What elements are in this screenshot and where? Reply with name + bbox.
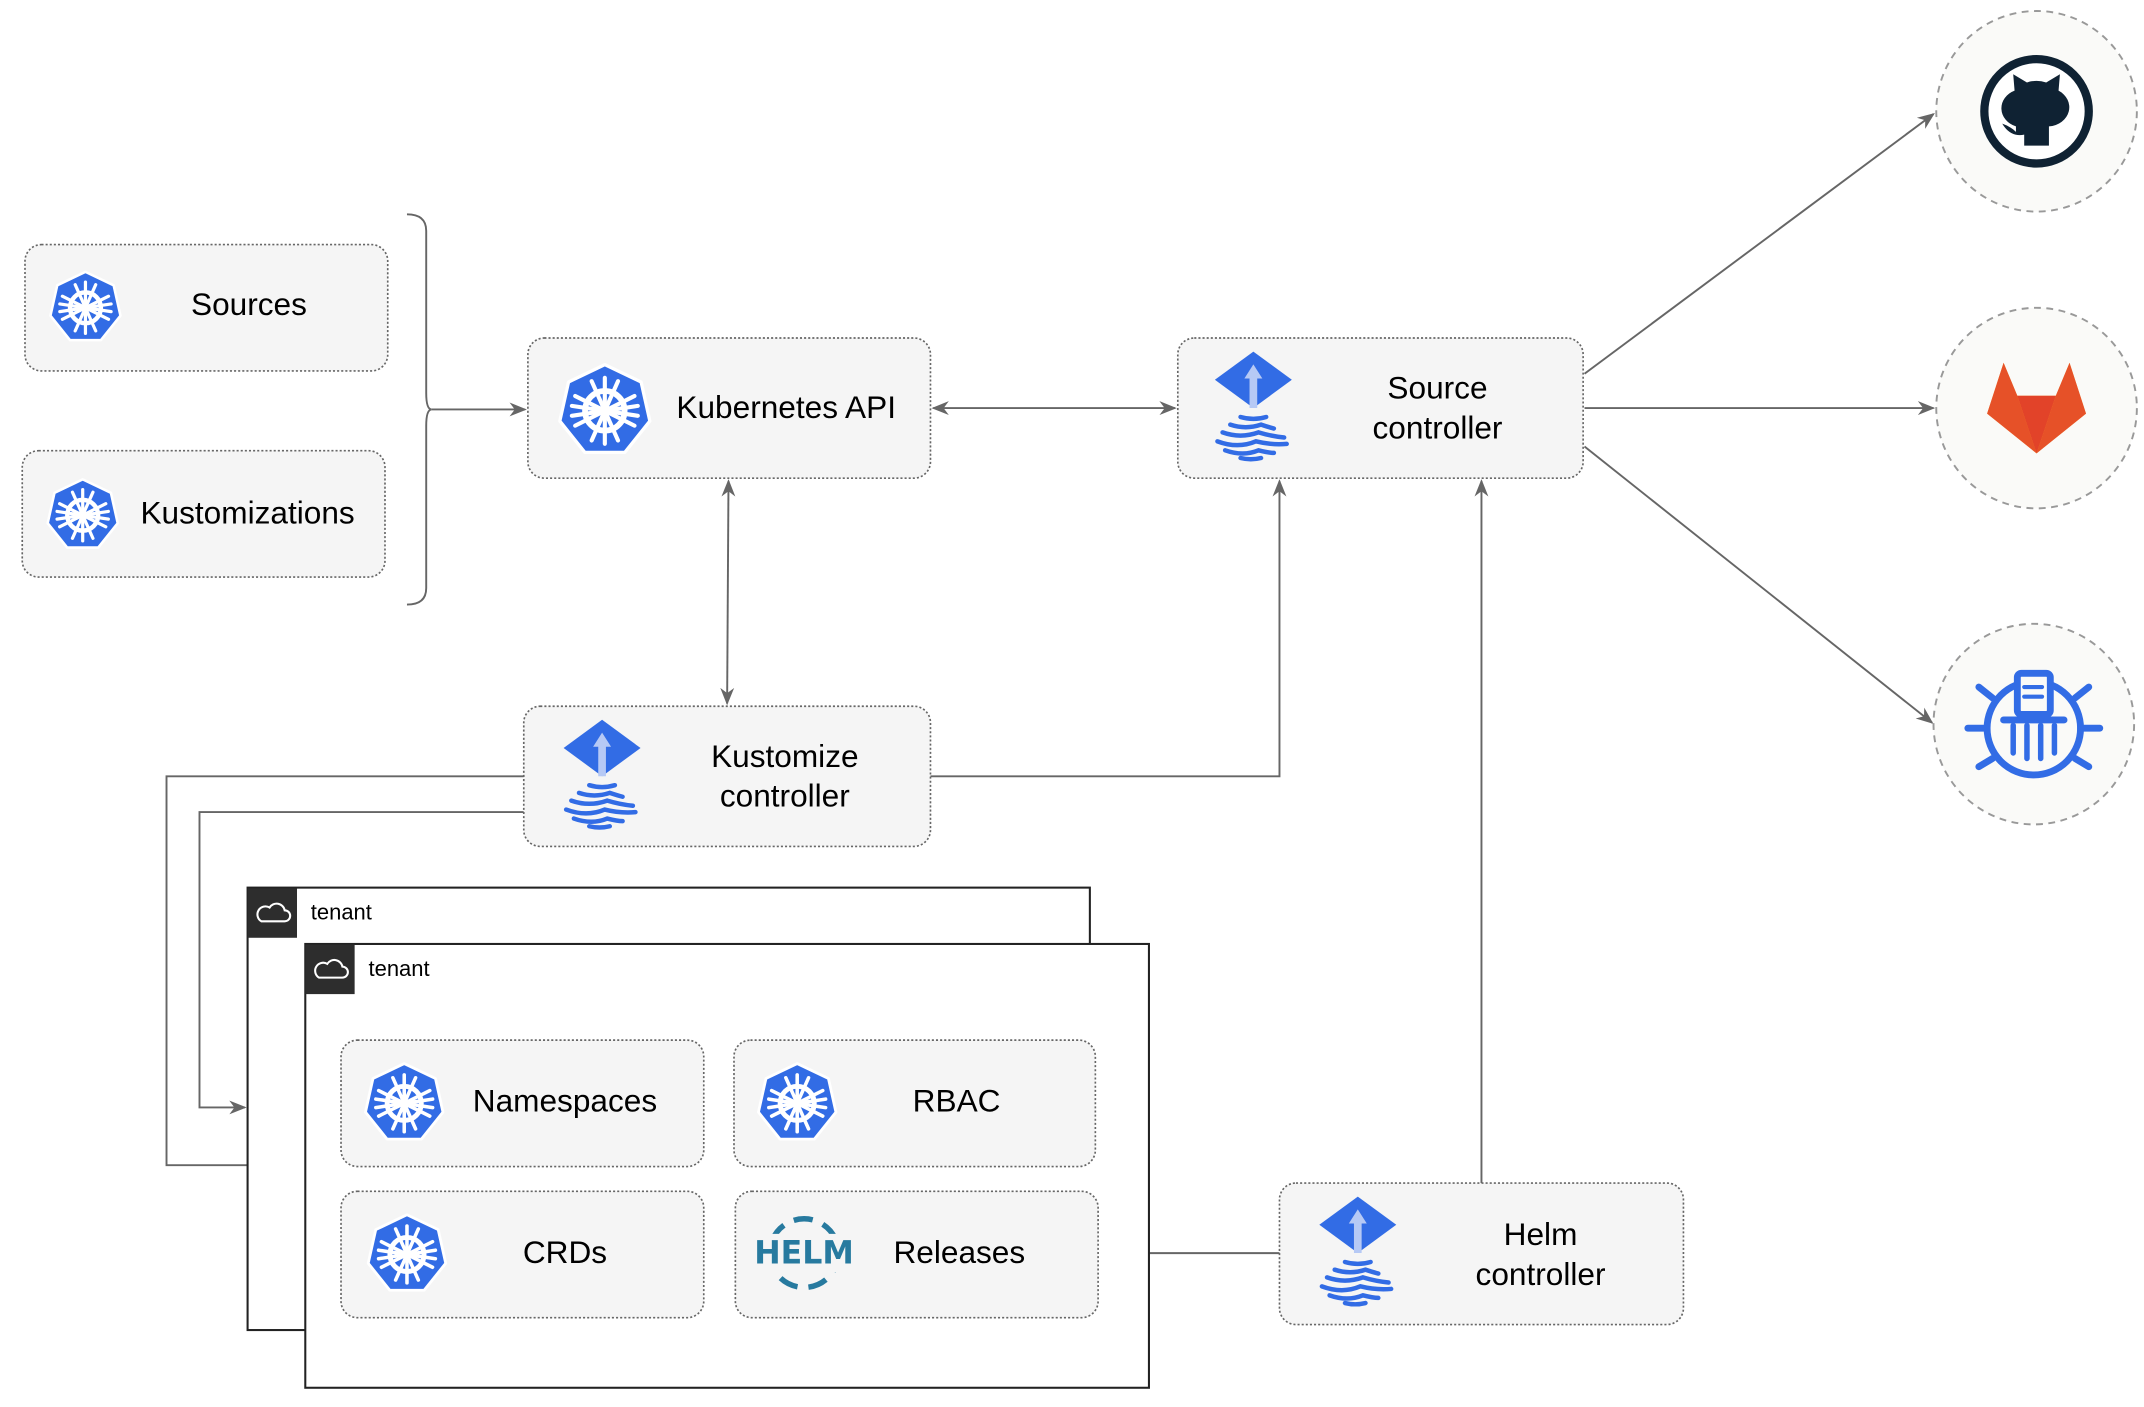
node-crds[interactable]: CRDs: [340, 1190, 705, 1319]
cloud-icon: [305, 943, 355, 995]
helm-logo-text: HELM: [754, 1235, 854, 1271]
node-namespaces[interactable]: Namespaces: [340, 1039, 705, 1168]
node-kustomize-controller[interactable]: Kustomize controller: [522, 705, 932, 848]
tenant-label: tenant: [369, 956, 430, 981]
github-icon: [1980, 54, 2093, 168]
node-label: Releases: [893, 1234, 1025, 1270]
node-label: Helm: [1504, 1216, 1578, 1252]
bucket-icon: [1964, 669, 2104, 779]
edge-kustomize-tenant-1: [198, 811, 524, 1115]
node-releases[interactable]: HELM Releases: [734, 1190, 1099, 1319]
repo-github[interactable]: [1935, 10, 2138, 213]
node-label: controller: [720, 778, 850, 814]
node-label: Kustomizations: [140, 495, 354, 531]
node-label: Kustomize: [711, 738, 858, 774]
node-label: controller: [1373, 409, 1503, 445]
repo-gitlab[interactable]: [1935, 306, 2138, 510]
node-label: RBAC: [913, 1083, 1001, 1119]
gitlab-icon: [1987, 362, 2087, 454]
node-label: Kubernetes API: [676, 389, 896, 425]
node-kubernetes-api[interactable]: Kubernetes API: [527, 337, 932, 479]
tenant-label: tenant: [311, 900, 372, 925]
edge-source-github: [1583, 113, 1935, 375]
edge-source-bucket: [1583, 445, 1934, 724]
node-label: Namespaces: [473, 1083, 657, 1119]
node-label: Sources: [191, 286, 307, 322]
node-label: Source: [1387, 370, 1487, 406]
edge-kustomize-tenant-2: [165, 775, 524, 1173]
node-sources[interactable]: Sources: [24, 243, 389, 372]
cloud-icon: [247, 887, 298, 939]
node-helm-controller[interactable]: Helm controller: [1278, 1182, 1685, 1326]
group-bracket: [406, 213, 432, 606]
node-label: controller: [1476, 1256, 1606, 1292]
repo-bucket[interactable]: [1932, 622, 2136, 826]
edge-api-kustomize: [720, 479, 736, 706]
node-rbac[interactable]: RBAC: [733, 1039, 1097, 1168]
node-label: CRDs: [523, 1234, 607, 1270]
node-kustomizations[interactable]: Kustomizations: [21, 449, 386, 578]
helm-icon: HELM: [754, 1216, 854, 1291]
node-source-controller[interactable]: Source controller: [1176, 337, 1584, 479]
edge-kustomize-source: [930, 479, 1287, 778]
